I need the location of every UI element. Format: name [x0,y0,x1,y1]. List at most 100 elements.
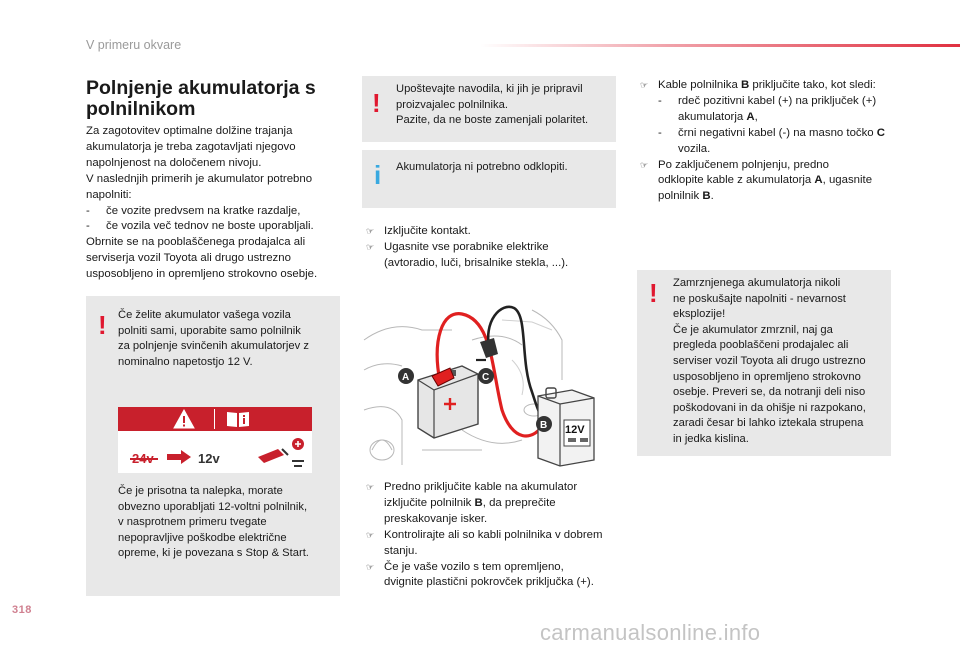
title-line-2: polnilnikom [86,98,196,120]
watermark: carmanualsonline.info [540,620,761,645]
warning-text: Zamrznjenega akumulatorja nikoli ne posk… [673,276,887,448]
intro-line: akumulatorja je treba zagotavljati njego… [86,140,296,153]
warning-icon: ! [372,88,381,118]
warning-line: Zamrznjenega akumulatorja nikoli [673,277,841,289]
warning-icon: ! [98,310,107,340]
step-text: Ugasnite vse porabnike elektrike [384,240,549,253]
page-title: Polnjenje akumulatorja s polnilnikom [86,78,316,120]
step-ref: B [740,79,750,91]
charger-connection-diagram: 12V A C B [362,300,616,470]
label-b-marker [536,416,552,432]
step-ref: B [702,190,711,203]
warning-line: polniti sami, uporabite samo polnilnik [118,324,301,337]
step-ref: B [474,496,483,509]
step-item: ☞ Izključite kontakt. [366,224,616,240]
sticker-note: Če je prisotna ta nalepka, morate obvezn… [118,484,334,562]
warning-line: pregleda pooblaščeni prodajalec ali [673,339,849,352]
title-line-1: Polnjenje akumulatorja s [86,77,316,99]
note-line: Če je prisotna ta nalepka, morate [118,485,283,497]
warning-box-polarity: ! Upoštevajte navodila, ki jih je pripra… [362,76,616,142]
steps-right: ☞ Kable polnilnika B priključite tako, k… [640,78,900,205]
step-text: . [710,190,714,203]
intro-line: Za zagotovitev optimalne dolžine trajanj… [86,125,293,137]
diagram-label-b: B [540,420,547,431]
sticker-12v: 12v [198,451,220,466]
step-text: priključite tako, kot sledi: [749,79,876,91]
page-number: 318 [12,604,32,616]
charger-voltage-label: 12V [565,424,585,436]
step-item: ☞Če je vaše vozilo s tem opremljeno,dvig… [366,560,618,592]
dash-marker: - [86,220,90,233]
intro-line: V naslednjih primerih je akumulator potr… [86,172,313,185]
info-icon: i [374,160,382,190]
warning-line: proizvajalec polnilnika. [396,98,508,111]
step-item: ☞Ugasnite vse porabnike elektrike(avtora… [366,240,616,272]
step-text: , [754,110,758,123]
sticker-header [118,407,312,431]
step-text: , ugasnite [822,174,873,187]
dash-marker: - [658,126,662,139]
hand-pointer-icon: ☞ [366,226,375,236]
warning-line: in jedka kislina. [673,432,749,445]
step-text: polnilnik [658,190,703,203]
bullet-text: če vozite predvsem na kratke razdalje, [106,204,301,217]
intro-paragraph: Za zagotovitev optimalne dolžine trajanj… [86,124,336,283]
dash-marker: - [658,94,662,107]
steps-top: ☞ Izključite kontakt. ☞Ugasnite vse porab… [366,224,616,272]
warning-box-frozen: ! Zamrznjenega akumulatorja nikoli ne po… [637,270,891,456]
bullet-text: če vozila več tednov ne boste uporabljal… [106,220,314,233]
warning-line: serviser vozil Toyota ali drugo ustrezno [673,354,866,367]
step-text: izključite polnilnik [384,496,475,509]
sub-step: -črni negativni kabel (-) na masno točko… [658,126,900,158]
step-text: Po zaključenem polnjenju, predno [658,158,829,171]
charger-b: 12V [537,387,595,467]
step-text: Kontrolirajte ali so kabli polnilnika v … [384,528,603,541]
note-line: obvezno uporabljati 12-voltni polnilnik, [118,500,308,513]
label-a-marker [398,368,414,384]
intro-bullet: - če vozila več tednov ne boste uporablja… [86,219,336,235]
diagram-label-a: A [402,372,409,383]
intro-line: serviserja vozil Toyota ali drugo ustrez… [86,252,291,265]
warning-line: Če želite akumulator vašega vozila [118,309,291,321]
label-c-marker [478,368,494,384]
step-text: stanju. [384,544,418,557]
step-text: odklopite kable z akumulatorja [658,174,815,187]
warning-line: za polnjenje svinčenih akumulatorjev z [118,340,309,353]
warning-box-charger: ! Če želite akumulator vašega vozila pol… [86,296,340,596]
step-item: ☞ Po zaključenem polnjenju, predno odklo… [640,158,900,206]
step-text: akumulatorja [678,110,747,123]
step-text: dvignite plastični pokrovček priključka … [384,576,594,589]
warning-line: usposobljeno in opremljeno strokovno [673,370,861,383]
jumper-clamp-icon [258,438,304,467]
warning-line: nominalno napetostjo 12 V. [118,355,253,368]
info-box-disconnect: i Akumulatorja ni potrebno odklopiti. [362,150,616,208]
step-text: rdeč pozitivni kabel (+) na priključek (… [678,94,877,107]
intro-line: usposobljeno in opremljeno strokovno ose… [86,268,318,281]
warning-triangle-icon [173,409,195,429]
section-header: V primeru okvare [86,38,182,52]
step-item: ☞Kontrolirajte ali so kabli polnilnika v… [366,528,618,560]
warning-line: Pazite, da ne boste zamenjali polaritet. [396,114,589,127]
warning-line: zaradi česar bi lahko iztekala strupena [673,417,864,430]
step-text: Izključite kontakt. [384,225,471,237]
dash-marker: - [86,204,90,217]
intro-line: Obrnite se na pooblaščenega prodajalca a… [86,236,306,249]
header-accent-bar [480,44,960,47]
sub-step: - rdeč pozitivni kabel (+) na priključek … [658,94,900,126]
step-text: vozila. [678,142,711,155]
step-item: ☞ Kable polnilnika B priključite tako, k… [640,78,900,158]
warning-line: Upoštevajte navodila, ki jih je pripravi… [396,83,583,95]
note-line: v nasprotnem primeru tvegate [118,516,267,529]
hand-pointer-icon: ☞ [640,80,649,90]
hand-pointer-icon: ☞ [640,159,649,170]
step-ref: C [876,126,886,139]
negative-clamp [480,338,498,358]
warning-line: Če je akumulator zmrznil, naj ga [673,323,833,336]
warning-line: ne poskušajte napolniti - nevarnost [673,292,846,305]
step-text: Predno priključite kable na akumulator [384,481,578,493]
warning-text: Upoštevajte navodila, ki jih je pripravi… [396,82,612,129]
stop-start-sticker: 24v 12v [118,407,312,473]
positive-clamp [431,367,455,387]
warning-line: poškodovani in da ohišje ni razpokano, [673,401,866,414]
